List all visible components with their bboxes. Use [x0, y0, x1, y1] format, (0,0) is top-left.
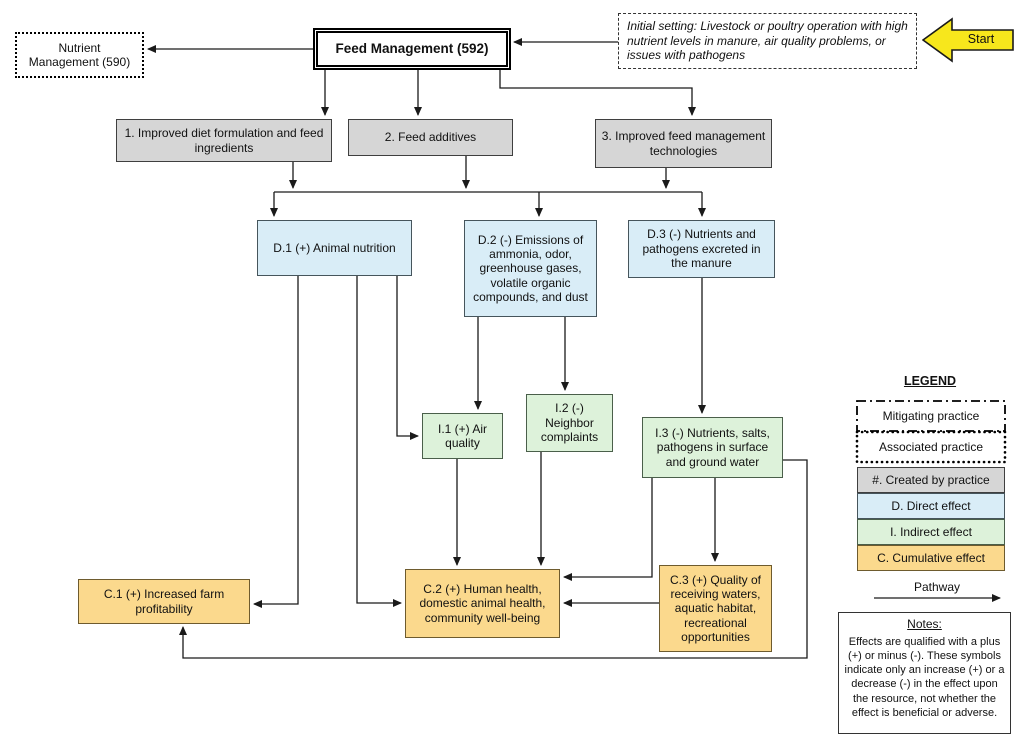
node-practice-1: 1. Improved diet formulation and feed in… — [116, 119, 332, 162]
legend-item-indirect-effect: I. Indirect effect — [857, 519, 1005, 545]
start-label: Start — [967, 32, 995, 46]
node-direct-3: D.3 (-) Nutrients and pathogens excreted… — [628, 220, 775, 278]
node-indirect-1: I.1 (+) Air quality — [422, 413, 503, 459]
node-practice-3: 3. Improved feed management technologies — [595, 119, 772, 168]
legend-associated-border — [855, 430, 1007, 464]
node-initial-setting: Initial setting: Livestock or poultry op… — [618, 13, 917, 69]
node-indirect-3: I.3 (-) Nutrients, salts, pathogens in s… — [642, 417, 783, 478]
notes-title: Notes: — [907, 617, 942, 631]
legend-item-mitigating-practice: Mitigating practice — [882, 408, 980, 423]
connector-d1-to-i1 — [396, 276, 419, 440]
legend-item-cumulative-effect: C. Cumulative effect — [857, 545, 1005, 571]
node-feed-management: Feed Management (592) — [313, 28, 511, 70]
notes-body: Effects are qualified with a plus (+) or… — [844, 635, 1005, 720]
start-arrow: Start — [921, 17, 1014, 63]
node-cumulative-3: C.3 (+) Quality of receiving waters, aqu… — [659, 565, 772, 652]
connector-feedmgmt-to-practice3 — [499, 70, 696, 116]
node-cumulative-2: C.2 (+) Human health, domestic animal he… — [405, 569, 560, 638]
legend-mitigating-border — [856, 400, 1006, 432]
legend-item-created-by-practice: #. Created by practice — [857, 467, 1005, 493]
connector-i3-to-c2 — [563, 478, 653, 581]
node-indirect-2: I.2 (-) Neighbor complaints — [526, 394, 613, 452]
node-nutrient-management: Nutrient Management (590) — [15, 32, 144, 78]
legend-item-associated-practice: Associated practice — [878, 439, 984, 454]
connector-d1-to-c2 — [356, 276, 402, 607]
node-cumulative-1: C.1 (+) Increased farm profitability — [78, 579, 250, 624]
connector-i3-to-c1-feedback — [179, 459, 808, 659]
connector-d1-to-c1 — [253, 276, 299, 608]
node-direct-2: D.2 (-) Emissions of ammonia, odor, gree… — [464, 220, 597, 317]
node-direct-1: D.1 (+) Animal nutrition — [257, 220, 412, 276]
start-arrow-shape — [921, 17, 1014, 63]
node-practice-2: 2. Feed additives — [348, 119, 513, 156]
legend-pathway-label: Pathway — [913, 580, 961, 594]
legend-item-direct-effect: D. Direct effect — [857, 493, 1005, 519]
legend-title: LEGEND — [903, 374, 957, 388]
notes-box: Notes: Effects are qualified with a plus… — [838, 612, 1011, 734]
